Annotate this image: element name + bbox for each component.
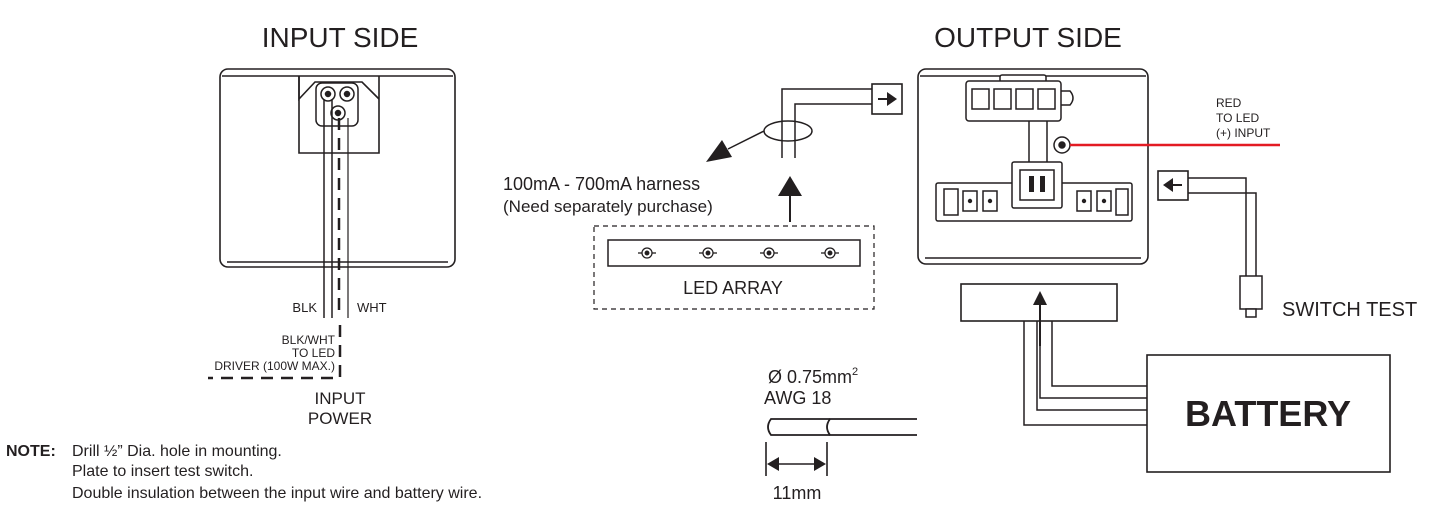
note-line3: Double insulation between the input wire… <box>72 485 482 502</box>
led-emitter <box>760 247 778 259</box>
output-top-connector <box>965 74 1074 122</box>
battery-cable <box>1023 321 1147 426</box>
wire-cross-section <box>767 418 917 436</box>
strip-length-label: 11mm <box>773 483 822 503</box>
switch-test-button <box>1239 275 1263 318</box>
led-array <box>593 225 875 310</box>
input-wires <box>208 100 349 380</box>
input-connector <box>315 82 359 127</box>
output-bottom-connector <box>935 161 1133 222</box>
led-to-harness-arrow <box>778 176 802 222</box>
input-power-line2: POWER <box>308 409 372 428</box>
switch-test-label: SWITCH TEST <box>1282 299 1417 321</box>
red-wire-label-line3: (+) INPUT <box>1216 126 1271 140</box>
output-side-title: OUTPUT SIDE <box>934 22 1122 53</box>
note-line2: Plate to insert test switch. <box>72 463 253 480</box>
switch-test-cable <box>1188 177 1257 276</box>
input-side-title: INPUT SIDE <box>262 22 419 53</box>
battery-label: BATTERY <box>1185 393 1351 434</box>
led-emitter <box>638 247 656 259</box>
arrow-right-icon <box>887 92 897 106</box>
wire-diameter-superscript: 2 <box>852 366 858 378</box>
note-label: NOTE: <box>6 443 56 460</box>
driver-label-line1: BLK/WHT <box>282 333 336 347</box>
led-emitter <box>821 247 839 259</box>
switch-test-plug <box>1157 170 1189 201</box>
wire-diameter-value: Ø 0.75mm <box>768 367 852 387</box>
wire-label-wht: WHT <box>357 300 387 315</box>
harness-cable <box>727 88 872 158</box>
battery-arrow <box>1033 291 1047 346</box>
driver-label-line3: DRIVER (100W MAX.) <box>214 359 335 373</box>
led-array-label: LED ARRAY <box>683 278 783 298</box>
input-side-housing <box>219 68 456 268</box>
harness-plug <box>871 83 903 115</box>
red-wire-label-line1: RED <box>1216 96 1242 110</box>
note-line1: Drill ½” Dia. hole in mounting. <box>72 443 282 460</box>
wire-diameter: Ø 0.75mm2 <box>768 366 858 387</box>
harness-pointer-arrow <box>706 140 732 162</box>
battery-box <box>1146 354 1391 473</box>
wire-awg: AWG 18 <box>764 388 831 408</box>
red-wire-label-line2: TO LED <box>1216 111 1259 125</box>
led-emitter <box>699 247 717 259</box>
driver-label-line2: TO LED <box>292 346 335 360</box>
strip-length-dimension <box>765 442 828 476</box>
wire-label-blk: BLK <box>292 300 317 315</box>
output-center-post <box>1028 121 1071 163</box>
harness-label-line2: (Need separately purchase) <box>503 197 713 216</box>
arrow-left-icon <box>1163 178 1173 192</box>
input-power-line1: INPUT <box>315 389 366 408</box>
harness-label-line1: 100mA - 700mA harness <box>503 174 700 194</box>
output-pin-dots <box>967 198 1107 204</box>
